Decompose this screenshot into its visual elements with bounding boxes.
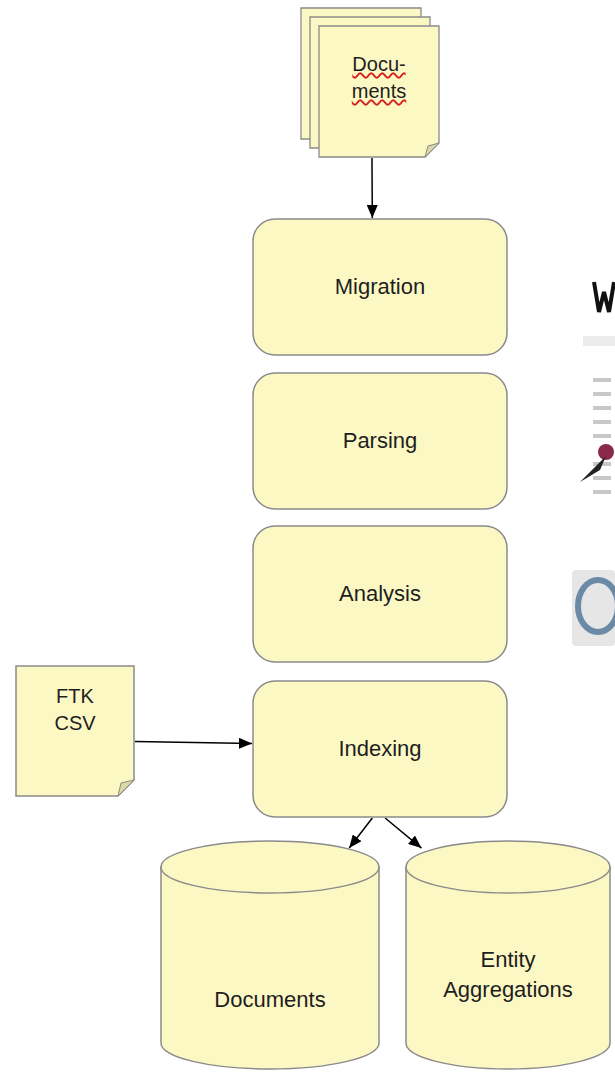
process-box: Parsing: [252, 372, 508, 510]
node-label: Analysis: [339, 579, 421, 609]
process-box: Analysis: [252, 525, 508, 663]
node-label: FTK CSV: [45, 683, 105, 737]
database-cylinder: Entity Aggregations: [405, 840, 611, 1070]
arrow-connector: [135, 742, 252, 744]
binary-pattern: [593, 378, 611, 494]
logo-fragment: [578, 580, 615, 632]
arrow-connector: [371, 158, 373, 218]
document-stack: Docu- ments: [300, 7, 440, 158]
node-label: Migration: [335, 272, 425, 302]
process-box: Indexing: [252, 680, 508, 818]
logo-fragment: [598, 444, 614, 460]
node-outline: [160, 840, 380, 1070]
logo-fragment: [580, 456, 606, 482]
logo-fragment: [583, 336, 615, 346]
node-label: Entity Aggregations: [428, 945, 588, 1004]
file-note: FTK CSV: [15, 665, 135, 797]
arrow-connector: [349, 818, 372, 848]
node-label: Parsing: [343, 426, 418, 456]
database-cylinder: Documents: [160, 840, 380, 1070]
arrow-connector: [385, 818, 421, 848]
node-label: Docu- ments: [337, 51, 421, 105]
node-label: Indexing: [338, 734, 421, 764]
logo-fragment: [594, 282, 614, 312]
logo-fragment: [572, 570, 615, 646]
process-box: Migration: [252, 218, 508, 356]
node-label: Documents: [214, 985, 325, 1015]
